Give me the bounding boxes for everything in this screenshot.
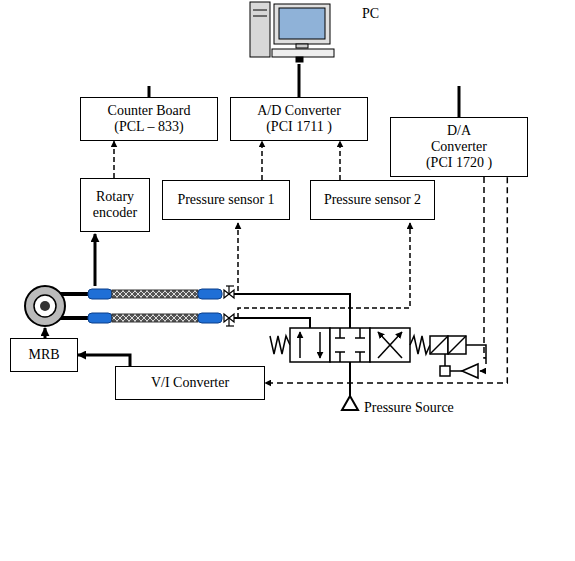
signal-connector xyxy=(298,64,301,97)
pressure-source-symbol xyxy=(342,396,358,410)
process-box: Pressure sensor 1 xyxy=(162,180,290,220)
supply-line xyxy=(349,362,351,396)
component-label: Pressure Source xyxy=(362,400,456,416)
sensor-line xyxy=(237,223,239,291)
pc-icon xyxy=(250,2,334,62)
node-label: PC xyxy=(362,6,379,22)
process-box: A/D Converter (PCI 1711 ) xyxy=(230,97,368,141)
signal-connector xyxy=(78,355,130,366)
process-box: Pressure sensor 2 xyxy=(310,180,435,220)
control-line xyxy=(480,370,484,372)
box-label: Pressure sensor 2 xyxy=(324,192,421,208)
rotary-disk xyxy=(25,286,88,326)
box-label: Pressure sensor 1 xyxy=(177,192,274,208)
box-label: D/A Converter (PCI 1720 ) xyxy=(422,123,497,171)
box-label: V/I Converter xyxy=(151,375,229,391)
signal-connector xyxy=(339,141,341,180)
fitting xyxy=(224,286,234,326)
box-label: A/D Converter (PCI 1711 ) xyxy=(249,103,349,135)
process-box: D/A Converter (PCI 1720 ) xyxy=(390,117,528,177)
box-label: Counter Board (PCL – 833) xyxy=(99,103,199,135)
brake-arrow xyxy=(44,328,47,338)
box-label: MRB xyxy=(28,347,59,363)
box-label: Rotary encoder xyxy=(86,189,144,221)
bus-stub xyxy=(458,86,461,117)
process-box: Counter Board (PCL – 833) xyxy=(80,97,218,141)
control-line xyxy=(484,177,486,358)
sensor-line xyxy=(238,223,410,318)
process-box: MRB xyxy=(10,338,78,372)
connectors xyxy=(78,64,507,383)
process-box: Rotary encoder xyxy=(80,178,150,232)
hydraulic-line xyxy=(234,294,350,328)
servo-valve xyxy=(270,328,486,378)
bus-stub xyxy=(148,86,151,97)
process-box: V/I Converter xyxy=(115,366,265,400)
computer: PC xyxy=(240,2,390,64)
signal-connector xyxy=(113,141,115,178)
signal-connector xyxy=(265,177,507,383)
shaft-arrow xyxy=(94,234,97,286)
signal-connector xyxy=(261,141,263,180)
hydraulic-line xyxy=(234,318,310,328)
hose xyxy=(88,289,222,323)
